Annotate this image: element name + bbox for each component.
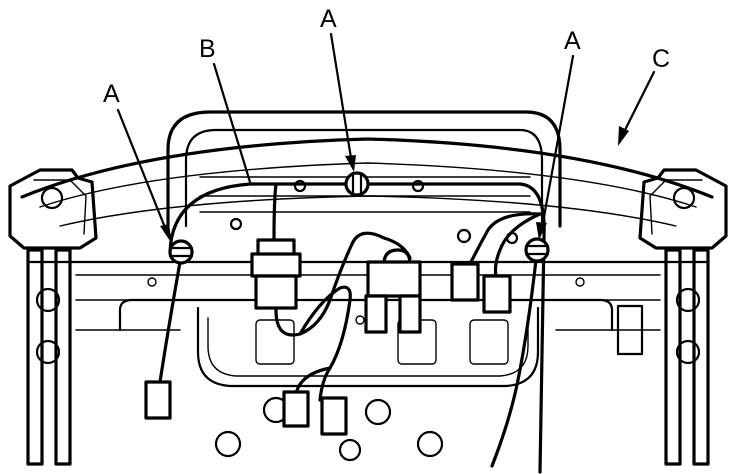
clip-left bbox=[168, 239, 194, 265]
connector-right-pair bbox=[450, 262, 512, 314]
label-a-left: A bbox=[103, 80, 120, 108]
right-bracket bbox=[616, 168, 728, 466]
arrowhead-right-a bbox=[536, 222, 547, 240]
clip-right bbox=[524, 237, 550, 263]
connector-center bbox=[364, 248, 422, 334]
arrowhead-c bbox=[618, 126, 629, 146]
arrowhead-left-a bbox=[160, 224, 172, 244]
label-a-top: A bbox=[320, 5, 337, 33]
arrowhead-top-a bbox=[345, 155, 356, 172]
upper-bar bbox=[166, 110, 562, 228]
connector-bottom-pair bbox=[282, 390, 348, 436]
wire-harness bbox=[158, 182, 546, 474]
connector-left-main bbox=[250, 238, 302, 310]
label-b-harness: B bbox=[199, 35, 216, 63]
callout-leaders bbox=[116, 32, 656, 244]
label-c-frame: C bbox=[652, 45, 670, 73]
left-bracket bbox=[8, 168, 98, 466]
clip-top bbox=[344, 171, 370, 197]
label-a-right: A bbox=[564, 27, 581, 55]
connector-bottom-left bbox=[144, 380, 172, 420]
